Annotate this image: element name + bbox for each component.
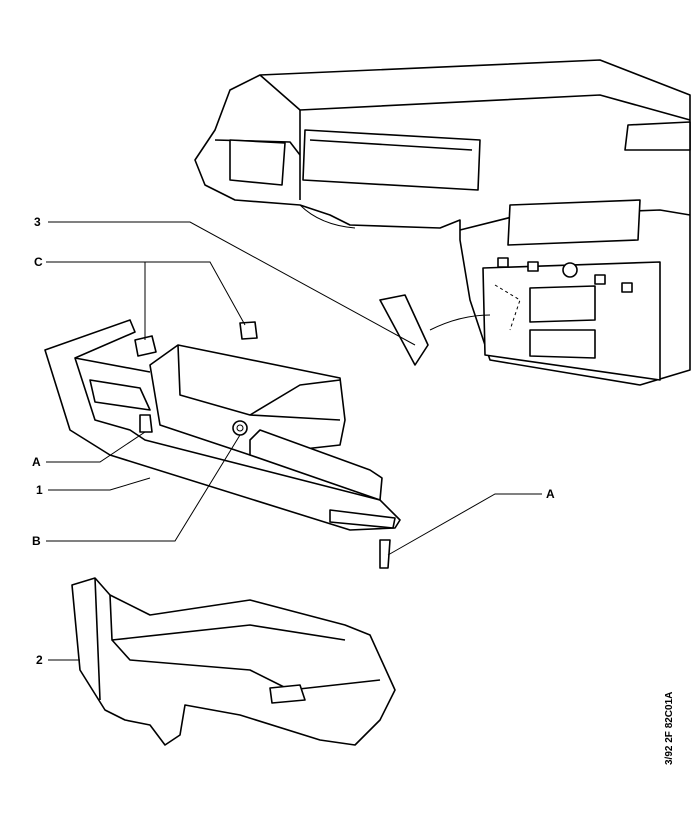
reference-code: 3/92 2F 82C01A bbox=[664, 692, 675, 765]
label-part-b: B bbox=[32, 534, 41, 548]
label-part-2: 2 bbox=[36, 653, 43, 667]
label-part-a-left: A bbox=[32, 455, 41, 469]
part-3-cover bbox=[379, 294, 429, 366]
leader-lines bbox=[46, 221, 542, 661]
part-1-glove-box bbox=[44, 319, 401, 569]
label-part-a-right: A bbox=[546, 487, 555, 501]
dashboard-illustration bbox=[194, 59, 691, 386]
label-part-c: C bbox=[34, 255, 43, 269]
label-part-3: 3 bbox=[34, 215, 41, 229]
part-2-lower-panel bbox=[71, 577, 396, 746]
label-part-1: 1 bbox=[36, 483, 43, 497]
